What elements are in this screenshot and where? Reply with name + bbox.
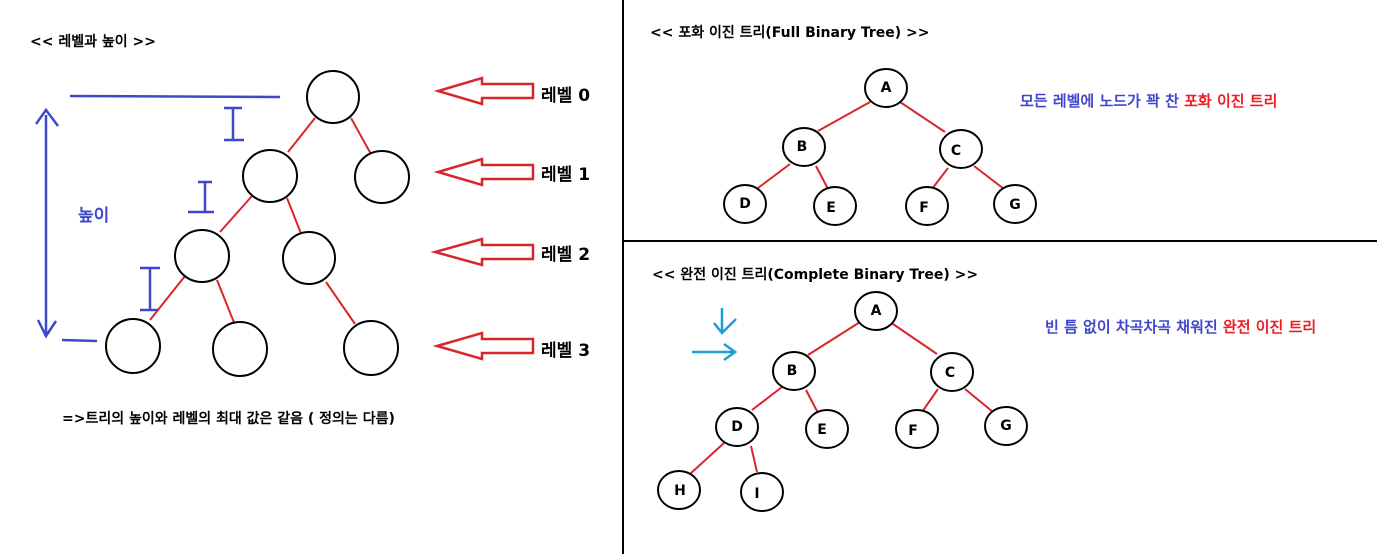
- level-arrow: [433, 157, 535, 187]
- level-arrow: [433, 76, 535, 106]
- complete-tree-title: << 완전 이진 트리(Complete Binary Tree) >>: [652, 266, 978, 283]
- bottom-reference-line: [61, 338, 98, 343]
- height-marks: [34, 94, 281, 343]
- level-0-label: 레벨 0: [541, 86, 590, 106]
- tree-node: [723, 184, 767, 224]
- level-1-label: 레벨 1: [541, 165, 590, 185]
- right-arrow-head: [723, 342, 738, 362]
- tree-node: [343, 320, 399, 376]
- tree-edge: [931, 167, 949, 190]
- tree-edge: [805, 389, 819, 414]
- tree-edge: [757, 163, 791, 189]
- complete-binary-tree: A B C D E F G H I: [657, 291, 1028, 512]
- fill-order-arrows: [692, 308, 738, 362]
- tree-edge: [921, 388, 939, 413]
- tree-node: [282, 231, 336, 285]
- tree-node: [740, 472, 784, 512]
- tree-edge: [751, 386, 783, 411]
- node-label-h: H: [674, 483, 686, 499]
- tree-edge: [973, 165, 1005, 190]
- tree-node: [242, 149, 298, 203]
- tree-edge: [899, 101, 946, 133]
- tree-edge: [817, 101, 871, 132]
- caption-red-part: 포화 이진 트리: [1184, 92, 1277, 110]
- tree-edge: [689, 442, 725, 475]
- node-label-f: F: [919, 200, 929, 216]
- caption-red-part: 완전 이진 트리: [1223, 318, 1316, 336]
- height-arrow-down-head: [36, 319, 58, 339]
- height-level-note: =>트리의 높이와 레벨의 최대 값은 같음 ( 정의는 다름): [62, 410, 395, 427]
- node-label-a: A: [881, 80, 892, 96]
- down-arrow-head: [713, 318, 737, 335]
- tree-node: [354, 150, 410, 204]
- tree-edge: [350, 117, 373, 157]
- node-label-b: B: [797, 139, 808, 155]
- node-label-g: G: [1009, 197, 1021, 213]
- tree-node: [864, 68, 908, 108]
- level-arrow: [430, 237, 535, 267]
- tree-node: [905, 186, 949, 226]
- tree-node: [782, 127, 826, 167]
- tree-node: [895, 409, 939, 449]
- tree-edge: [889, 321, 938, 355]
- left-title: << 레벨과 높이 >>: [30, 33, 156, 50]
- tree-edge: [286, 197, 303, 237]
- node-label-g: G: [1000, 418, 1012, 434]
- tree-node: [212, 321, 268, 377]
- tree-node: [939, 129, 983, 169]
- node-label-e: E: [826, 200, 836, 216]
- node-label-c: C: [951, 143, 961, 159]
- tree-edge: [325, 281, 356, 325]
- tree-edge: [287, 117, 316, 153]
- full-tree-title: << 포화 이진 트리(Full Binary Tree) >>: [650, 24, 930, 41]
- tree-node: [105, 318, 161, 374]
- tree-node: [993, 184, 1037, 224]
- tree-edge: [964, 388, 994, 413]
- level-3-label: 레벨 3: [541, 341, 590, 361]
- full-binary-tree: A B C D E F G: [723, 68, 1037, 226]
- tree-node: [715, 407, 759, 447]
- full-tree-caption: 모든 레벨에 노드가 꽉 찬 포화 이진 트리: [1020, 92, 1277, 110]
- tree-edge: [149, 275, 186, 321]
- tree-node: [174, 229, 230, 283]
- tree-edge: [219, 195, 253, 233]
- height-arrow-up-head: [34, 107, 59, 127]
- tree-node: [854, 291, 898, 331]
- tree-node: [306, 70, 360, 124]
- node-label-b: B: [787, 363, 798, 379]
- left-tree: [105, 70, 410, 377]
- height-label: 높이: [78, 206, 109, 226]
- level-arrows: [430, 76, 535, 361]
- tree-node: [772, 351, 816, 391]
- tree-node: [984, 406, 1028, 446]
- tree-edge: [750, 445, 758, 473]
- tree-node: [930, 352, 974, 392]
- node-label-d: D: [731, 419, 743, 435]
- level-arrow: [432, 331, 535, 361]
- node-label-i: I: [754, 486, 759, 502]
- tree-edge: [216, 279, 236, 326]
- tree-node: [657, 470, 701, 510]
- node-label-f: F: [908, 423, 918, 439]
- top-reference-line: [69, 94, 281, 99]
- node-label-e: E: [817, 422, 827, 438]
- node-label-d: D: [739, 196, 751, 212]
- complete-tree-caption: 빈 틈 없이 차곡차곡 채워진 완전 이진 트리: [1045, 318, 1316, 336]
- caption-blue-part: 빈 틈 없이 차곡차곡 채워진: [1045, 318, 1223, 336]
- tree-node: [813, 186, 857, 226]
- tree-edge: [815, 165, 829, 190]
- tree-node: [805, 409, 849, 449]
- level-2-label: 레벨 2: [541, 245, 590, 265]
- tree-edge: [807, 321, 861, 356]
- node-label-c: C: [945, 365, 955, 381]
- node-label-a: A: [871, 303, 882, 319]
- caption-blue-part: 모든 레벨에 노드가 꽉 찬: [1020, 92, 1184, 110]
